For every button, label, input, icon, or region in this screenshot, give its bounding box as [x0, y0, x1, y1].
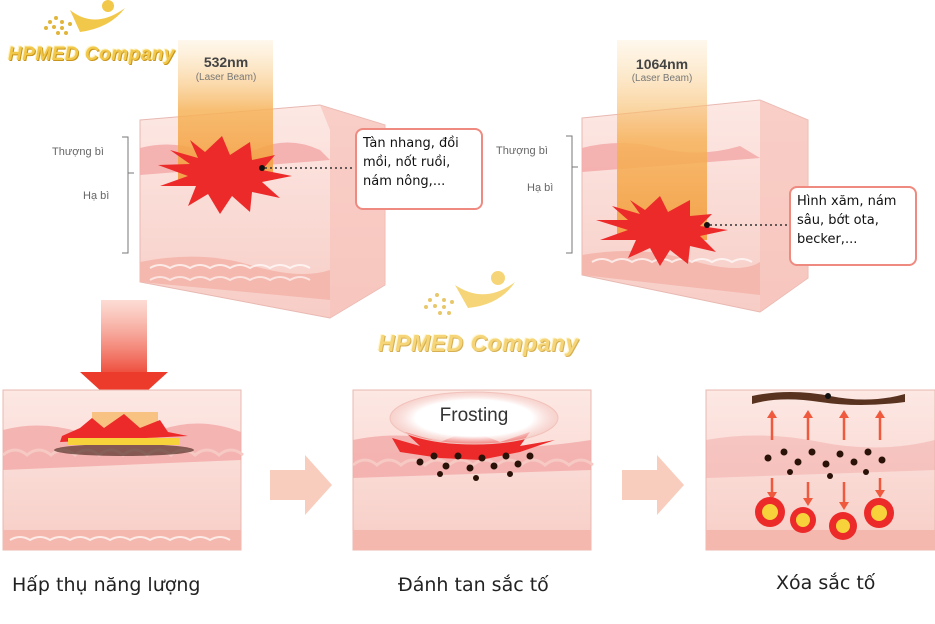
step-caption-absorb: Hấp thụ năng lượng	[12, 574, 201, 596]
right-callout: Hình xăm, nám sâu, bớt ota, becker,...	[789, 186, 917, 266]
right-beam-subtitle: (Laser Beam)	[631, 73, 693, 84]
right-layer-lower: Hạ bì	[527, 182, 554, 194]
right-callout-line-3: becker,...	[797, 232, 858, 247]
right-callout-line-1: Hình xăm, nám	[797, 194, 897, 209]
left-skin-block	[122, 40, 386, 319]
panel-shatter	[352, 389, 594, 551]
left-callout: Tàn nhang, đồi mồi, nốt ruồi, nám nông,.…	[355, 128, 483, 210]
macrophage-cells	[755, 497, 894, 540]
left-callout-line-2: mồi, nốt ruồi,	[363, 155, 451, 170]
left-layer-upper: Thượng bì	[52, 146, 104, 158]
watermark-icon	[424, 271, 515, 315]
right-skin-block	[566, 40, 809, 313]
step-arrow-1	[270, 455, 332, 515]
pigment-burst-deep	[596, 196, 728, 266]
logo-text: HPMED Company	[8, 44, 175, 65]
logo-icon	[44, 0, 125, 35]
right-callout-line-2: sâu, bớt ota,	[797, 213, 879, 228]
left-callout-line-1: Tàn nhang, đồi	[363, 136, 459, 151]
left-layer-lower: Hạ bì	[83, 190, 110, 202]
left-callout-line-3: nám nông,...	[363, 174, 446, 189]
panel-absorb	[2, 389, 244, 551]
panel-clear	[705, 389, 935, 551]
left-beam-subtitle: (Laser Beam)	[195, 72, 257, 83]
left-beam-wavelength: 532nm	[203, 54, 249, 70]
frosting-label: Frosting	[439, 405, 509, 426]
step-caption-shatter: Đánh tan sắc tố	[398, 574, 549, 596]
pigment-burst-shallow	[158, 136, 292, 214]
step-caption-clear: Xóa sắc tố	[776, 572, 876, 594]
frosting-cloud	[389, 391, 559, 445]
step-arrow-2	[622, 455, 684, 515]
right-layer-upper: Thượng bì	[496, 145, 548, 157]
watermark-text: HPMED Company	[378, 330, 579, 356]
energy-down-arrow	[80, 300, 168, 412]
right-beam-wavelength: 1064nm	[635, 56, 689, 72]
